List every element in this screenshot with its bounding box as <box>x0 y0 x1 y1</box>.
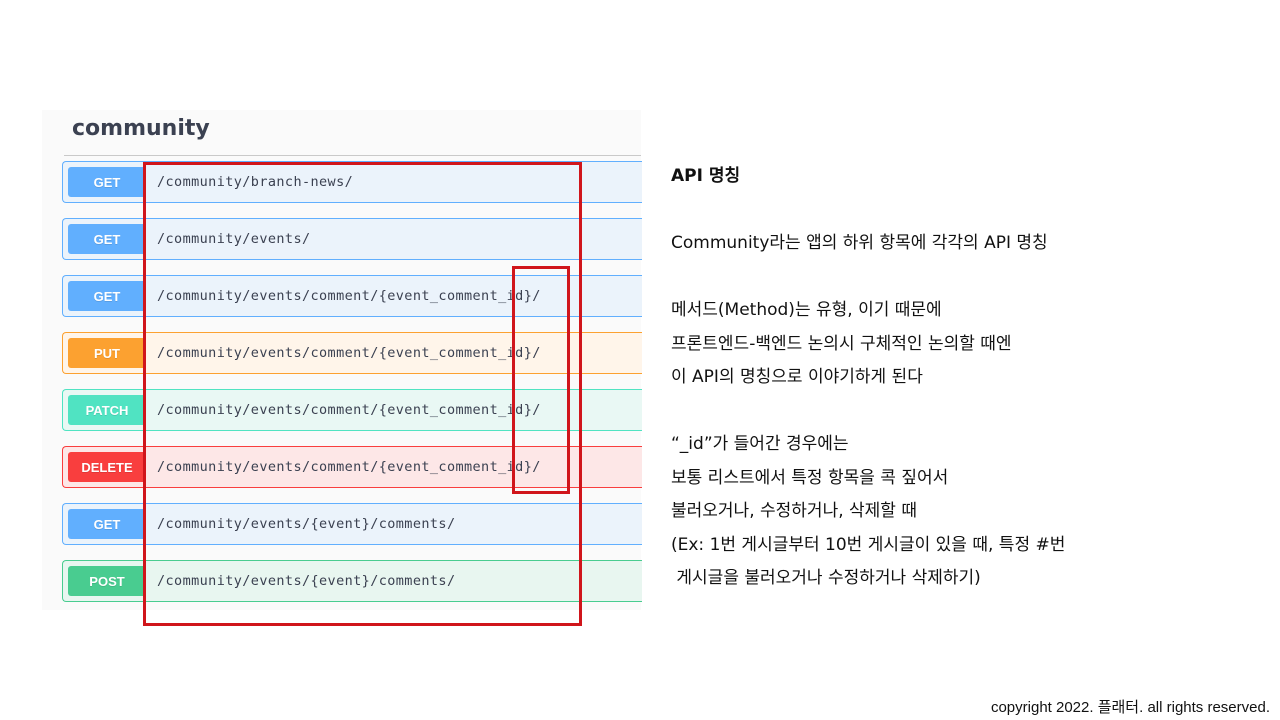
operation-path: /community/events/comment/{event_comment… <box>157 459 541 475</box>
operation-path: /community/events/ <box>157 231 311 247</box>
operation-path: /community/events/comment/{event_comment… <box>157 402 541 418</box>
operation-patch-event-comment[interactable]: PATCH /community/events/comment/{event_c… <box>62 389 642 431</box>
notes-method-line: 메서드(Method)는 유형, 이기 때문에 <box>671 300 942 320</box>
notes-panel: API 명칭 Community라는 앱의 하위 항목에 각각의 API 명칭 … <box>671 160 1231 596</box>
notes-id-line: “_id”가 들어간 경우에는 <box>671 434 849 454</box>
operation-path: /community/events/comment/{event_comment… <box>157 288 541 304</box>
notes-id-line: 게시글을 불러오거나 수정하거나 삭제하기) <box>671 568 981 588</box>
operation-path: /community/events/comment/{event_comment… <box>157 345 541 361</box>
operation-path: /community/events/{event}/comments/ <box>157 573 456 589</box>
operation-get-branch-news[interactable]: GET /community/branch-news/ <box>62 161 642 203</box>
notes-method-line: 이 API의 명칭으로 이야기하게 된다 <box>671 367 923 387</box>
operation-get-event-comments[interactable]: GET /community/events/{event}/comments/ <box>62 503 642 545</box>
method-badge-get: GET <box>68 509 146 539</box>
method-badge-get: GET <box>68 281 146 311</box>
operation-get-event-comment[interactable]: GET /community/events/comment/{event_com… <box>62 275 642 317</box>
notes-id-line: 불러오거나, 수정하거나, 삭제할 때 <box>671 501 917 521</box>
operation-path: /community/branch-news/ <box>157 174 354 190</box>
operation-path: /community/events/{event}/comments/ <box>157 516 456 532</box>
section-title[interactable]: community <box>72 116 210 141</box>
method-badge-post: POST <box>68 566 146 596</box>
method-badge-put: PUT <box>68 338 146 368</box>
method-badge-delete: DELETE <box>68 452 146 482</box>
notes-intro: Community라는 앱의 하위 항목에 각각의 API 명칭 <box>671 233 1048 253</box>
method-badge-get: GET <box>68 224 146 254</box>
section-divider <box>64 155 641 156</box>
notes-id-line: 보통 리스트에서 특정 항목을 콕 짚어서 <box>671 467 949 488</box>
notes-heading: API 명칭 <box>671 166 741 186</box>
operation-post-event-comments[interactable]: POST /community/events/{event}/comments/ <box>62 560 642 602</box>
method-badge-get: GET <box>68 167 146 197</box>
operation-put-event-comment[interactable]: PUT /community/events/comment/{event_com… <box>62 332 642 374</box>
method-badge-patch: PATCH <box>68 395 146 425</box>
operation-delete-event-comment[interactable]: DELETE /community/events/comment/{event_… <box>62 446 642 488</box>
operation-get-events[interactable]: GET /community/events/ <box>62 218 642 260</box>
swagger-community-panel: community GET /community/branch-news/ GE… <box>42 110 642 610</box>
copyright-footer: copyright 2022. 플래터. all rights reserved… <box>990 699 1270 716</box>
notes-method-line: 프론트엔드-백엔드 논의시 구체적인 논의할 때엔 <box>671 333 1012 354</box>
notes-id-line: (Ex: 1번 게시글부터 10번 게시글이 있을 때, 특정 #번 <box>671 534 1066 555</box>
